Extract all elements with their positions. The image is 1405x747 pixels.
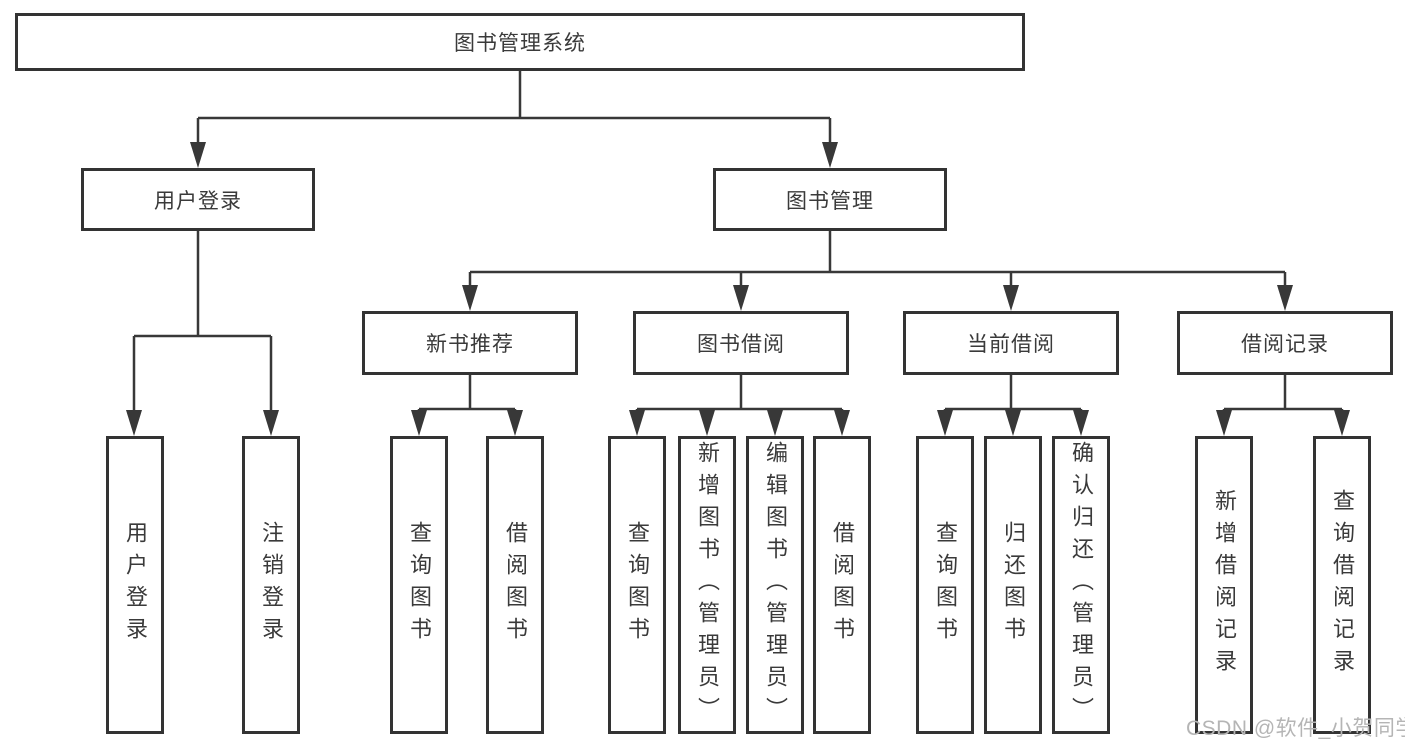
- node-user-login: 用户登录: [81, 168, 315, 231]
- leaf-query-books-borrow: 查询图书: [608, 436, 666, 734]
- node-current-borrowing: 当前借阅: [903, 311, 1119, 375]
- leaf-add-book-admin: 新增图书（管理员）: [678, 436, 736, 734]
- leaf-query-books-current: 查询图书: [916, 436, 974, 734]
- leaf-confirm-return-admin: 确认归还（管理员）: [1052, 436, 1110, 734]
- leaf-user-login: 用户登录: [106, 436, 164, 734]
- node-book-management: 图书管理: [713, 168, 947, 231]
- leaf-add-borrow-record: 新增借阅记录: [1195, 436, 1253, 734]
- leaf-query-borrow-record: 查询借阅记录: [1313, 436, 1371, 734]
- node-book-borrowing: 图书借阅: [633, 311, 849, 375]
- leaf-return-book: 归还图书: [984, 436, 1042, 734]
- csdn-watermark: CSDN @软件_小贺同学: [1186, 717, 1405, 740]
- leaf-logout: 注销登录: [242, 436, 300, 734]
- node-borrowing-records: 借阅记录: [1177, 311, 1393, 375]
- leaf-edit-book-admin: 编辑图书（管理员）: [746, 436, 804, 734]
- arrowheads: [126, 142, 1350, 436]
- leaf-query-books-recommend: 查询图书: [390, 436, 448, 734]
- leaf-borrow-books: 借阅图书: [813, 436, 871, 734]
- node-library-management-system: 图书管理系统: [15, 13, 1025, 71]
- leaf-borrow-books-recommend: 借阅图书: [486, 436, 544, 734]
- node-new-book-recommend: 新书推荐: [362, 311, 578, 375]
